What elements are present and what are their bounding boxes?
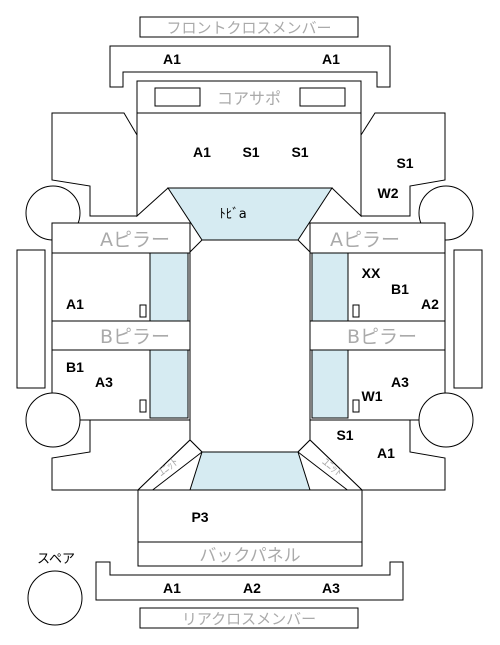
hood-code-1: A1 (193, 144, 211, 160)
rear-door-left-code-a: A3 (95, 374, 113, 390)
rear-wheel-left (25, 392, 81, 448)
rear-door-left-code-b: B1 (66, 359, 84, 375)
front-door-right-code-b: B1 (391, 281, 409, 297)
rear-bumper-code-3: A3 (322, 580, 340, 596)
rear-bumper (95, 561, 404, 601)
hood-code-2: S1 (242, 144, 259, 160)
front-door-left-code: A1 (66, 296, 84, 312)
rear-door-right-glass (311, 349, 349, 419)
rear-wheel-right (418, 392, 474, 448)
a-pillar-left-label: Aピラー (100, 229, 170, 251)
front-door-left-glass (149, 252, 189, 322)
front-bumper-left-code: A1 (163, 51, 181, 67)
headlight-right (299, 87, 346, 107)
front-fender-right (360, 112, 446, 217)
hood-code-3: S1 (291, 144, 308, 160)
windshield-label: ﾄﾋﾞa (219, 207, 246, 222)
back-panel-label: バックパネル (199, 546, 300, 566)
trunk-code: P3 (191, 509, 208, 525)
rear-quarter-right-code-s: S1 (336, 427, 353, 443)
b-pillar-left (51, 320, 191, 351)
front-cross-member-box (139, 16, 359, 38)
front-door-right-glass (311, 252, 349, 322)
rear-cross-member-box (139, 607, 359, 629)
front-door-right-code-xx: XX (362, 265, 381, 281)
windshield (167, 187, 333, 241)
a-pillar-right-label: Aピラー (330, 229, 400, 251)
b-pillar-left-label: Bピラー (100, 326, 170, 348)
spare-label: スペア (37, 552, 75, 567)
a-pillar-left (51, 222, 191, 254)
front-door-right-handle (352, 304, 360, 318)
rear-door-right-code-a: A3 (391, 374, 409, 390)
rear-door-right-code-w: W1 (362, 388, 383, 404)
front-bumper-right-code: A1 (322, 51, 340, 67)
front-cross-member-label: フロントクロスメンバー (166, 19, 331, 37)
rear-bumper-code-2: A2 (243, 580, 261, 596)
rocker-right (453, 249, 483, 389)
front-door-right-code-a: A2 (421, 296, 439, 312)
front-bumper (109, 45, 391, 88)
front-fender-right-code-w: W2 (378, 185, 399, 201)
a-pillar-right (309, 222, 446, 254)
rear-glass (189, 451, 311, 491)
headlight-left (154, 87, 201, 107)
b-pillar-right-label: Bピラー (347, 326, 417, 348)
rear-door-right-handle (352, 399, 360, 413)
rear-bumper-code-1: A1 (163, 580, 181, 596)
front-door-left-handle (139, 304, 147, 318)
back-panel (137, 541, 363, 567)
spare-tire (27, 570, 83, 626)
trunk (137, 489, 363, 543)
rear-door-left-handle (139, 399, 147, 413)
rear-door-left-glass (149, 349, 189, 419)
front-fender-right-code-s: S1 (396, 155, 413, 171)
core-support-label: コアサポ (217, 89, 281, 108)
rear-quarter-right-code-a: A1 (377, 445, 395, 461)
roof (189, 239, 311, 453)
rocker-left (16, 249, 46, 389)
front-fender-left (51, 112, 138, 217)
rear-cross-member-label: リアクロスメンバー (182, 610, 316, 628)
